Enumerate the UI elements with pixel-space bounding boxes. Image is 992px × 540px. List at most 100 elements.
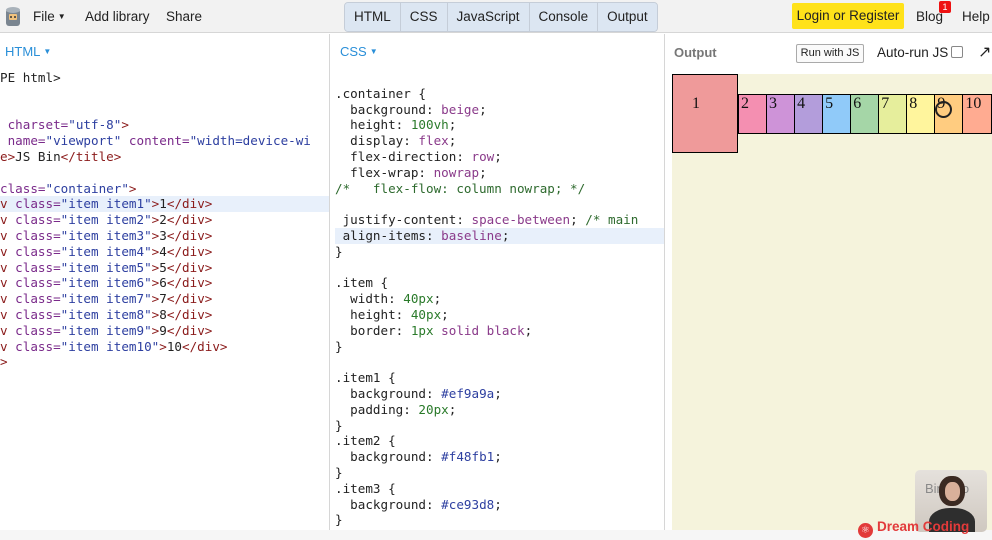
run-with-js-button[interactable]: Run with JS — [796, 44, 864, 63]
code-line[interactable] — [335, 260, 664, 276]
code-line[interactable]: v class="item item5">5</div> — [0, 260, 329, 276]
code-line[interactable]: flex-wrap: nowrap; — [335, 165, 664, 181]
flex-item-2: 2 — [738, 94, 768, 134]
code-line[interactable]: align-items: baseline; — [335, 227, 664, 244]
code-line[interactable]: .container { — [335, 86, 664, 102]
code-line[interactable]: name="viewport" content="width=device-wi — [0, 133, 329, 149]
flex-item-1: 1 — [672, 74, 738, 153]
code-line[interactable]: } — [335, 512, 664, 528]
code-line[interactable]: .item1 { — [335, 370, 664, 386]
jsbin-logo-icon[interactable] — [5, 6, 21, 27]
auto-run-js-checkbox[interactable] — [951, 46, 963, 58]
code-line[interactable]: } — [335, 244, 664, 260]
code-line[interactable]: /* flex-flow: column nowrap; */ — [335, 181, 664, 197]
code-token: display: — [335, 133, 419, 149]
css-editor-panel[interactable]: CSS▼ .container { background: beige; hei… — [330, 34, 665, 530]
code-line[interactable]: .item2 { — [335, 433, 664, 449]
code-token: ; — [448, 401, 457, 417]
dream-coding-watermark: ⚛Dream Coding — [858, 519, 969, 538]
code-token: 5 — [159, 259, 167, 275]
code-line[interactable]: background: beige; — [335, 102, 664, 118]
code-line[interactable]: background: #f48fb1; — [335, 449, 664, 465]
code-line[interactable] — [335, 354, 664, 370]
code-line[interactable]: padding: 20px; — [335, 401, 664, 418]
code-line[interactable]: .item { — [335, 275, 664, 291]
code-token: > — [151, 227, 160, 243]
tab-output[interactable]: Output — [598, 3, 657, 31]
code-token: v — [0, 322, 16, 338]
css-panel-label[interactable]: CSS▼ — [340, 44, 378, 59]
code-token: "item item2" — [60, 212, 152, 228]
code-token: > — [151, 322, 160, 338]
code-line[interactable]: background: #ef9a9a; — [335, 385, 664, 402]
code-line[interactable]: } — [335, 418, 664, 434]
code-line[interactable]: } — [335, 339, 664, 355]
code-token: "container" — [45, 180, 129, 196]
chevron-down-icon: ▼ — [43, 47, 52, 56]
code-line[interactable]: } — [335, 465, 664, 481]
code-line[interactable]: .item3 { — [335, 481, 664, 497]
code-line[interactable] — [0, 165, 329, 181]
popout-arrow-icon[interactable]: ↗ — [978, 44, 992, 61]
code-line[interactable]: class="container"> — [0, 181, 329, 197]
code-token: 40px — [410, 306, 442, 322]
code-line[interactable]: charset="utf-8"> — [0, 117, 329, 133]
add-library-menu[interactable]: Add library — [85, 9, 150, 24]
code-line[interactable]: justify-content: space-between; /* main — [335, 212, 664, 228]
blog-link[interactable]: Blog — [916, 9, 944, 24]
code-token: space-between — [471, 212, 571, 228]
flex-item-label: 10 — [965, 95, 982, 112]
code-line[interactable]: v class="item item4">4</div> — [0, 244, 329, 260]
code-token: class= — [15, 291, 61, 307]
code-token: 1px — [410, 322, 434, 338]
code-line[interactable]: display: flex; — [335, 133, 664, 149]
code-line[interactable]: height: 100vh; — [335, 117, 664, 133]
code-token: .item1 { — [335, 370, 396, 386]
share-menu[interactable]: Share — [166, 9, 203, 24]
code-line[interactable]: PE html> — [0, 70, 329, 86]
tab-css[interactable]: CSS — [400, 3, 448, 31]
code-line[interactable]: v class="item item7">7</div> — [0, 291, 329, 307]
code-line[interactable]: flex-direction: row; — [335, 148, 664, 165]
tab-javascript[interactable]: JavaScript — [447, 3, 530, 31]
code-line[interactable] — [0, 86, 329, 102]
code-token: align-items: — [335, 227, 442, 243]
code-line[interactable]: > — [0, 354, 329, 370]
code-token: > — [151, 306, 160, 322]
tab-console[interactable]: Console — [529, 3, 599, 31]
login-register-button[interactable]: Login or Register — [792, 3, 904, 29]
code-line[interactable] — [335, 70, 664, 86]
code-line[interactable]: v class="item item1">1</div> — [0, 196, 329, 213]
code-line[interactable]: v class="item item9">9</div> — [0, 323, 329, 339]
css-code-editor[interactable]: .container { background: beige; height: … — [335, 70, 664, 528]
file-menu[interactable]: File▼ — [33, 9, 66, 24]
code-line[interactable]: v class="item item8">8</div> — [0, 307, 329, 323]
html-editor-panel[interactable]: HTML▼ PE html> charset="utf-8"> name="vi… — [0, 34, 330, 530]
code-line[interactable]: v class="item item6">6</div> — [0, 275, 329, 291]
code-token: #ef9a9a — [441, 385, 495, 401]
code-token: flex-direction: — [335, 148, 472, 164]
code-line[interactable]: v class="item item2">2</div> — [0, 212, 329, 228]
code-token: v — [0, 338, 16, 354]
webcam-overlay: Bin Info — [915, 470, 987, 532]
code-token: baseline — [441, 227, 502, 243]
code-line[interactable]: v class="item item3">3</div> — [0, 228, 329, 244]
code-token: "item item7" — [60, 291, 152, 307]
code-line[interactable] — [335, 196, 664, 212]
watermark-text: Dream Coding — [877, 519, 970, 534]
html-code-editor[interactable]: PE html> charset="utf-8"> name="viewport… — [0, 70, 329, 370]
code-line[interactable]: v class="item item10">10</div> — [0, 339, 329, 355]
tab-html[interactable]: HTML — [345, 3, 401, 31]
code-line[interactable]: border: 1px solid black; — [335, 322, 664, 339]
code-line[interactable]: width: 40px; — [335, 291, 664, 307]
html-panel-label[interactable]: HTML▼ — [5, 44, 51, 59]
code-line[interactable] — [0, 102, 329, 118]
code-line[interactable]: background: #ce93d8; — [335, 496, 664, 513]
code-line[interactable]: e>JS Bin</title> — [0, 149, 329, 165]
code-token: background: — [335, 496, 442, 512]
code-token: 9 — [159, 322, 167, 338]
flex-item-label: 4 — [797, 95, 806, 112]
help-link[interactable]: Help — [962, 9, 990, 24]
code-line[interactable]: height: 40px; — [335, 306, 664, 323]
